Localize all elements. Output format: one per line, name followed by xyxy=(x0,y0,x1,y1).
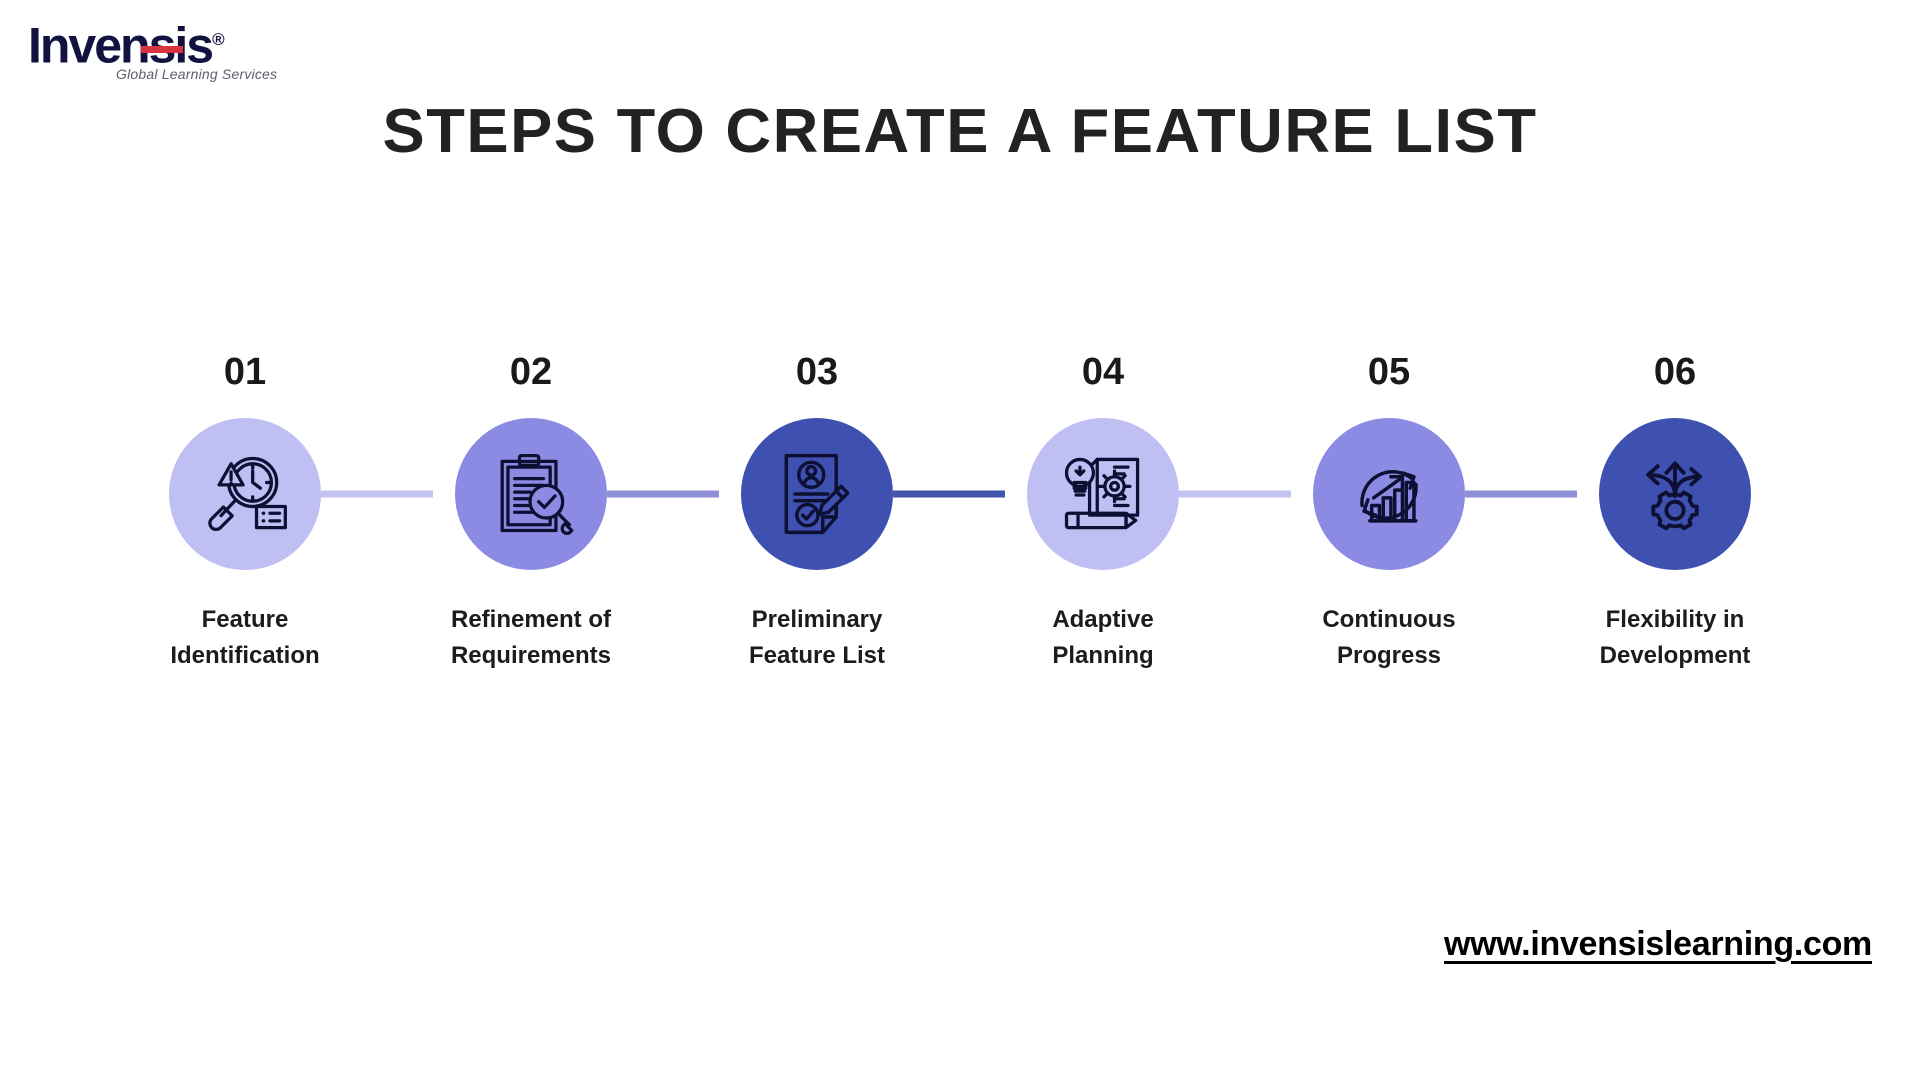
lightbulb-gear-document-pencil-icon xyxy=(1064,457,1140,530)
step-connector xyxy=(321,490,433,498)
step-connector xyxy=(607,490,719,498)
step-circle[interactable] xyxy=(1027,418,1179,570)
step-circle[interactable] xyxy=(741,418,893,570)
magnifier-clock-alert-icon xyxy=(208,456,287,531)
step-circle-wrap xyxy=(1027,418,1291,570)
step-label: Flexibility in Development xyxy=(1599,606,1751,669)
step-item-02: 02 Refinement of Requiremen xyxy=(406,351,719,674)
website-url-link[interactable]: www.invensislearning.com xyxy=(1444,925,1872,963)
step-connector xyxy=(1179,490,1291,498)
step-number: 05 xyxy=(1367,351,1411,393)
page-title: STEPS TO CREATE A FEATURE LIST xyxy=(382,97,1538,166)
step-label: Preliminary Feature List xyxy=(748,606,886,669)
step-number: 04 xyxy=(1081,351,1125,393)
clipboard-magnifier-check-icon xyxy=(500,453,574,535)
steps-timeline: 01 xyxy=(120,352,1800,712)
step-item-03: 03 xyxy=(692,351,1005,674)
step-label: Adaptive Planning xyxy=(1052,606,1154,669)
step-circle[interactable] xyxy=(1313,418,1465,570)
step-circle[interactable] xyxy=(1599,418,1751,570)
logo-tagline: Global Learning Services xyxy=(116,66,278,82)
gear-three-arrows-icon xyxy=(1646,461,1702,531)
step-number: 01 xyxy=(223,351,267,393)
step-circle-wrap xyxy=(169,418,433,570)
step-connector xyxy=(1465,490,1577,498)
step-number: 03 xyxy=(795,351,839,393)
step-circle-wrap xyxy=(1599,418,1751,570)
step-circle-wrap xyxy=(1313,418,1577,570)
step-item-05: 05 xyxy=(1264,351,1577,674)
step-number: 02 xyxy=(509,351,553,393)
step-label: Refinement of Requirements xyxy=(450,606,612,669)
brand-logo: Invensis® Global Learning Services xyxy=(28,14,298,82)
step-circle[interactable] xyxy=(169,418,321,570)
step-label: Continuous Progress xyxy=(1322,606,1456,669)
logo-accent-bar xyxy=(141,46,183,53)
cycle-arrows-bar-chart-growth-icon xyxy=(1360,470,1418,523)
step-item-01: 01 xyxy=(120,351,433,674)
step-connector xyxy=(893,490,1005,498)
document-profile-pencil-check-icon xyxy=(784,453,850,535)
logo-wordmark: Invensis® xyxy=(28,17,225,74)
step-item-04: 04 xyxy=(978,351,1291,674)
step-circle-wrap xyxy=(455,418,719,570)
registered-mark-icon: ® xyxy=(212,30,225,49)
step-number: 06 xyxy=(1653,351,1697,393)
step-item-06: 06 Flexibility in Development xyxy=(1550,352,1800,674)
step-circle-wrap xyxy=(741,418,1005,570)
step-label: Feature Identification xyxy=(170,606,320,669)
step-circle[interactable] xyxy=(455,418,607,570)
